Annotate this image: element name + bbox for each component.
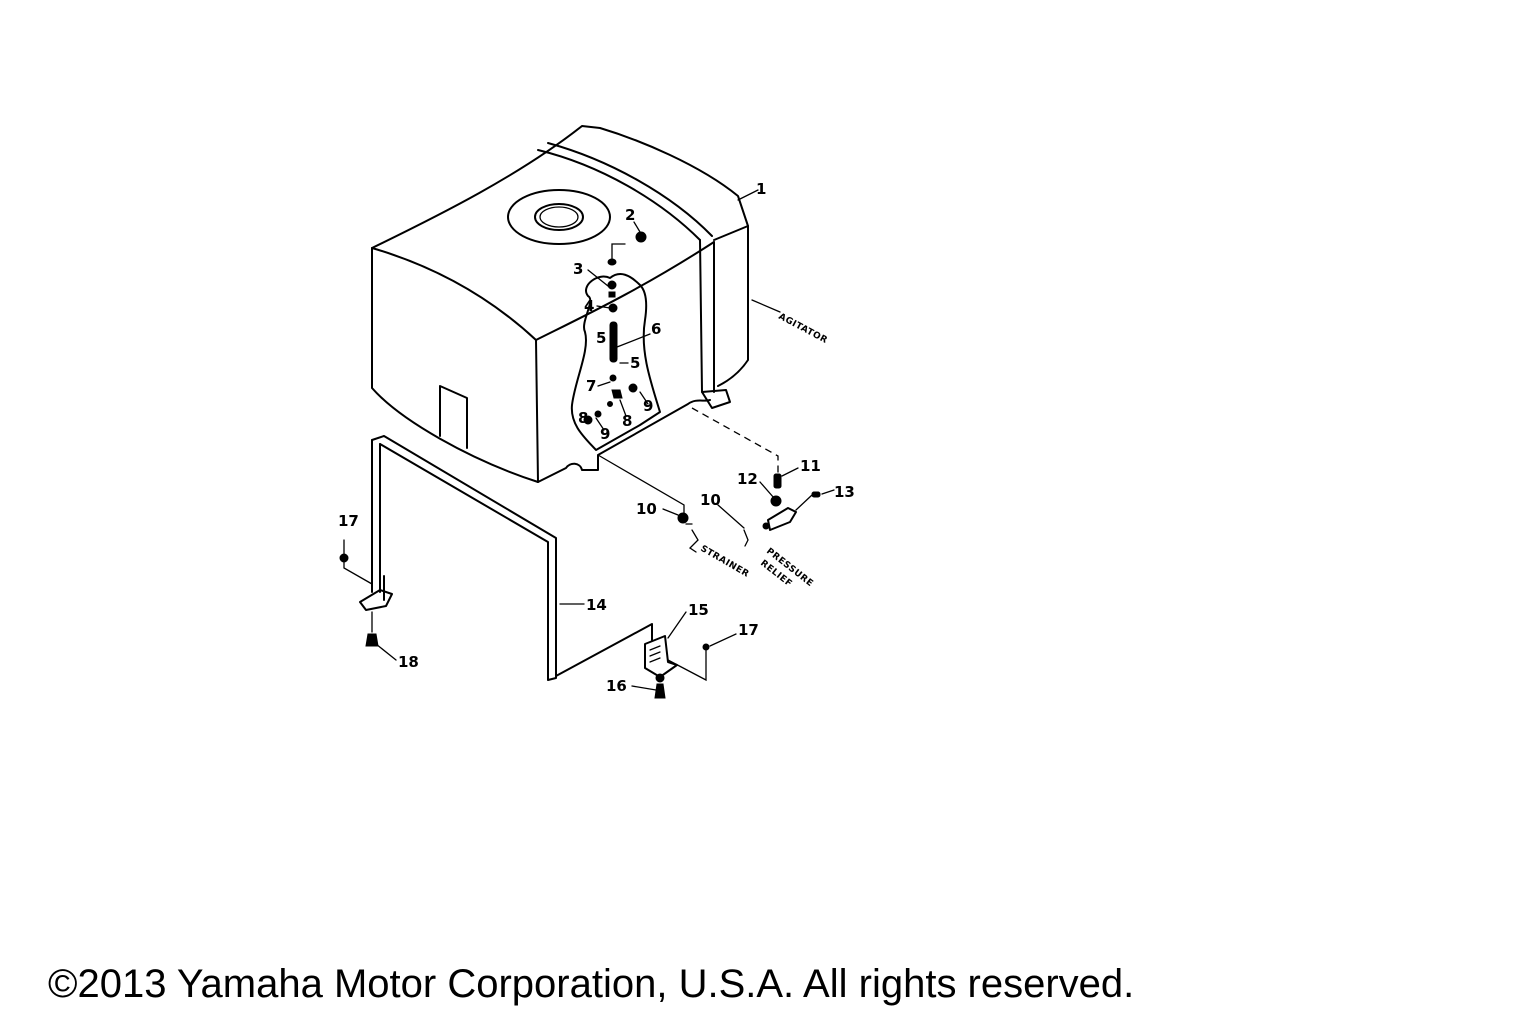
callout-15: 15 [688,601,709,619]
callout-3: 3 [573,260,583,278]
callout-16: 16 [606,677,627,695]
plumbing [597,407,821,553]
callout-10a: 10 [636,500,657,518]
tank-body [371,125,749,483]
internal-parts [583,231,647,425]
callout-14: 14 [586,596,607,614]
callout-17b: 17 [738,621,759,639]
callout-8b: 8 [578,409,588,427]
frame [359,435,707,682]
notes: AGITATOR STRAINER PRESSURE RELIEF [699,312,830,590]
callout-1: 1 [756,180,766,198]
callout-18: 18 [398,653,419,671]
copyright-notice: ©2013 Yamaha Motor Corporation, U.S.A. A… [48,962,1135,1006]
callout-2: 2 [625,206,635,224]
note-agitator: AGITATOR [777,312,829,346]
callout-9a: 9 [643,397,653,415]
callout-8a: 8 [622,412,632,430]
callout-11: 11 [800,457,821,475]
leader-lines [375,189,835,691]
callout-17a: 17 [338,512,359,530]
callout-13: 13 [834,483,855,501]
callout-6: 6 [651,320,661,338]
callout-5a: 5 [596,329,606,347]
callout-labels: 1 2 3 4 5 5 6 7 8 8 9 9 10 10 11 12 13 1… [338,180,855,695]
callout-4: 4 [584,297,594,315]
callout-12: 12 [737,470,758,488]
callout-9b: 9 [600,425,610,443]
note-strainer: STRAINER [699,544,751,580]
callout-7: 7 [586,377,596,395]
callout-10b: 10 [700,491,721,509]
callout-5b: 5 [630,354,640,372]
